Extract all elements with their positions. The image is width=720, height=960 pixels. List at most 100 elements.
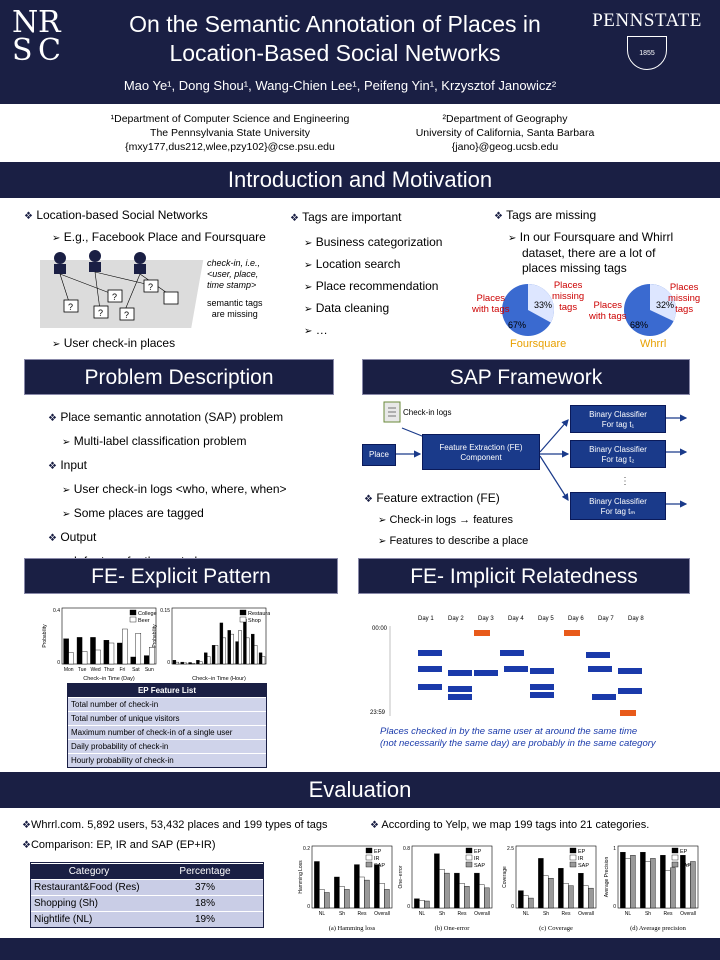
place-box: Place [362,444,396,466]
fe-content: ❖ Feature extraction (FE) ➢ Check-in log… [364,488,574,552]
bar [339,886,345,909]
svg-text:?: ? [148,282,153,292]
table-row: Total number of unique visitors [68,711,266,725]
legend-swatch [671,854,679,861]
tick-label: 0 [407,904,410,910]
day-label: Day 8 [628,616,644,622]
tags-important-list: ➢ Business categorization ➢ Location sea… [304,232,470,342]
section-problem-title: Problem Description [24,359,334,395]
bar [484,887,490,909]
bar [172,660,177,665]
tick-label: Overall [474,911,490,917]
problem-content: ❖ Place semantic annotation (SAP) proble… [48,406,348,574]
checkin-annotation: check-in, i.e.,<user, place,time stamp> [207,258,261,290]
plot-frame [411,845,493,909]
pie-slice-missing [650,284,676,322]
plot-frame [171,607,267,665]
poster-title: On the Semantic Annotation of Places in … [129,11,541,66]
day-label: Day 6 [568,616,584,622]
bar [188,662,192,665]
chart-title: (c) Coverage [539,925,573,932]
poster-header: N R S C On the Semantic Annotation of Pl… [0,0,720,104]
eval-b2: ❖ According to Yelp, we map 199 tags int… [370,819,650,831]
bar [108,642,115,665]
fe-component-box: Feature Extraction (FE)Component [422,434,540,470]
pie-missing-pct: 32% [656,300,674,310]
bar [258,652,263,665]
tick-label: 0.15 [160,608,170,614]
bar [143,655,150,665]
bar [354,864,360,909]
bar [180,661,184,665]
bar [117,642,123,665]
day-label: Day 4 [508,616,524,622]
tick-label: Overall [680,911,696,917]
bar [103,640,110,665]
intro-heading-tags-missing: ❖ Tags are missing [494,208,597,222]
plot-frame [311,845,393,909]
tick-label: NL [319,911,326,917]
bar [191,663,195,665]
table-row: Shopping (Sh)18% [31,895,263,911]
pie-whrrl: 32%68% [624,284,676,336]
table-row: Maximum number of check-in of a single u… [68,725,266,739]
list-item: ➢ Data cleaning [304,301,390,315]
bar [543,875,549,909]
pennstate-logo: PENNSTATE 1855 [592,10,702,70]
table-row: Restaurant&Food (Res)37% [31,879,263,895]
sap-diagram-arrows: ⋮ [383,401,688,508]
bar [130,656,136,665]
problem-h1: ❖ Place semantic annotation (SAP) proble… [48,410,284,424]
bar [204,652,208,665]
bar [135,633,142,665]
section-explicit-title: FE- Explicit Pattern [24,558,338,594]
bar [364,879,370,909]
bar [238,630,242,665]
bar [414,898,420,909]
x-axis-label: Check−in Time (Day) [83,676,135,682]
legend-swatch [239,616,247,623]
list-item: ➢ Location search [304,257,401,271]
problem-s3: ➢ Some places are tagged [62,506,204,520]
legend-label: IR [578,856,584,862]
tick-label: Sat [132,667,140,673]
tick-label: Sun [145,667,154,673]
bar [630,855,636,909]
tags-missing-sub: ➢ In our Foursquare and Whirrl dataset, … [508,230,674,275]
bar [620,851,626,909]
bar [538,858,544,909]
legend-swatch [671,847,679,854]
bar [214,645,219,665]
pie2-name: Whrrl [640,338,667,350]
tick-label: Tue [78,667,87,673]
pie-slice-missing [528,284,554,323]
bar [211,645,216,665]
tick-label: Res [664,911,673,917]
bar [518,890,524,909]
day-label: Day 7 [598,616,614,622]
plot-frame [515,845,597,909]
bar [235,641,239,665]
eval-b3: ❖Comparison: EP, IR and SAP (EP+IR) [22,839,216,851]
legend-swatch [365,847,373,854]
legend-swatch [129,609,137,616]
section-evaluation-title: Evaluation [0,772,720,808]
legend-label: College [138,611,157,617]
legend-swatch [569,854,577,861]
bar [459,883,465,909]
tick-label: Wed [90,667,100,673]
y-axis-label: One−error [398,865,404,888]
bar [439,869,445,909]
legend-label: IR [680,856,686,862]
tick-label: Overall [578,911,594,917]
eval-b1: ❖Whrrl.com. 5,892 users, 53,432 places a… [22,819,328,831]
tick-label: 0 [613,904,616,910]
day-label: Day 2 [448,616,464,622]
bar [665,870,671,909]
pie-foursquare: 33%67% [502,284,554,336]
bar [219,622,224,665]
